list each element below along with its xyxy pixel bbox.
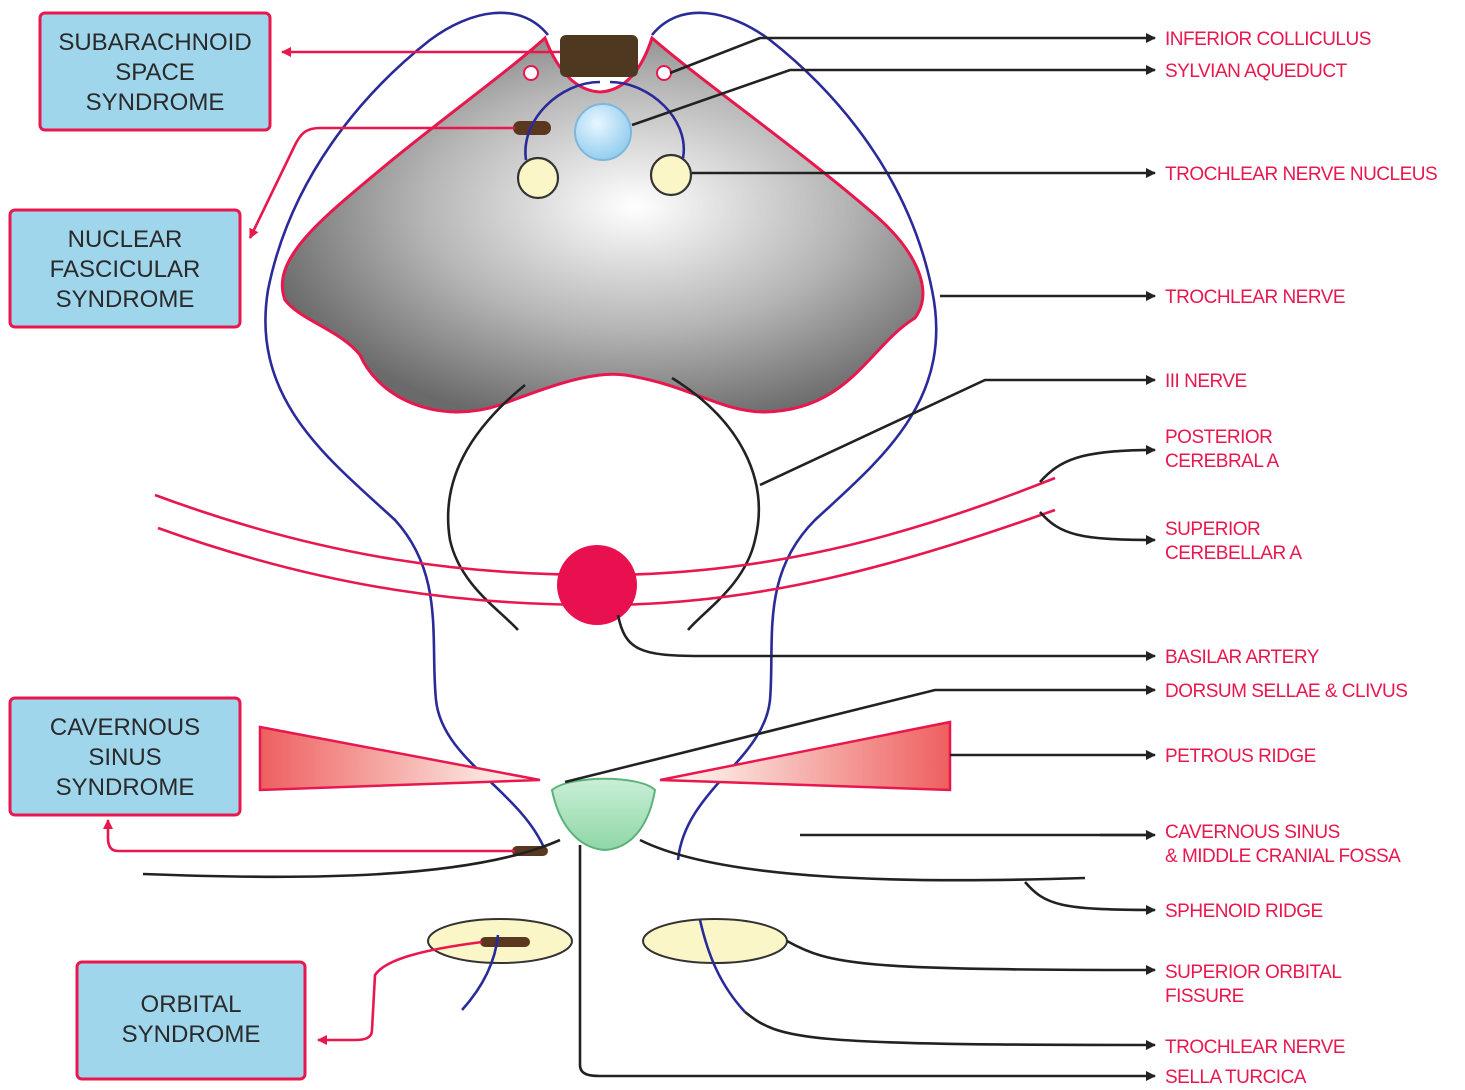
leader-trochlear-nerve-lower (745, 1012, 1155, 1045)
leader-inferior-colliculus (670, 38, 1155, 73)
nuclear-line-2: FASCICULAR (50, 256, 201, 283)
colliculus-dot-left (524, 66, 538, 80)
nuclear-line-1: NUCLEAR (68, 226, 183, 253)
label-inferior-colliculus: INFERIOR COLLICULUS (1165, 29, 1371, 50)
inferior-colliculus-shape (560, 35, 638, 77)
basilar-artery-shape (557, 545, 637, 625)
subarachnoid-line-3: SYNDROME (86, 89, 225, 116)
nuclear-line-3: SYNDROME (56, 286, 195, 313)
subarachnoid-syndrome-box: SUBARACHNOID SPACE SYNDROME (40, 13, 270, 130)
cavernous-line-2: SINUS (88, 744, 161, 771)
orbital-lesion (480, 937, 530, 947)
arrow-cavernous (108, 820, 515, 851)
label-trochlear-nerve: TROCHLEAR NERVE (1165, 287, 1345, 308)
label-sella-turcica: SELLA TURCICA (1165, 1067, 1307, 1088)
label-trochlear-nucleus: TROCHLEAR NERVE NUCLEUS (1165, 164, 1437, 185)
label-posterior-cerebral-1: POSTERIOR (1165, 427, 1272, 448)
leader-sphenoid-ridge (1025, 882, 1155, 910)
leader-posterior-cerebral (1040, 450, 1155, 482)
sphenoid-ridge-right (640, 840, 1085, 880)
subarachnoid-line-2: SPACE (115, 59, 195, 86)
cavernous-line-1: CAVERNOUS (50, 714, 200, 741)
label-superior-orbital-fissure-2: FISSURE (1165, 986, 1244, 1007)
orbital-line-1: ORBITAL (141, 991, 242, 1018)
iii-nerve-left (448, 385, 525, 630)
label-sylvian-aqueduct: SYLVIAN AQUEDUCT (1165, 61, 1348, 82)
sella-turcica-shape (552, 779, 655, 850)
colliculus-dot-right (657, 66, 671, 80)
petrous-ridge-right (660, 722, 950, 790)
label-superior-orbital-fissure-1: SUPERIOR ORBITAL (1165, 962, 1341, 983)
label-iii-nerve: III NERVE (1165, 371, 1247, 392)
label-posterior-cerebral-2: CEREBRAL A (1165, 451, 1279, 472)
leader-superior-cerebellar (1040, 512, 1155, 540)
nuclear-fascicular-syndrome-box: NUCLEAR FASCICULAR SYNDROME (10, 210, 240, 327)
cavernous-line-3: SYNDROME (56, 774, 195, 801)
subarachnoid-line-1: SUBARACHNOID (58, 29, 251, 56)
cavernous-sinus-syndrome-box: CAVERNOUS SINUS SYNDROME (10, 698, 240, 815)
label-trochlear-nerve-lower: TROCHLEAR NERVE (1165, 1037, 1345, 1058)
label-petrous-ridge: PETROUS RIDGE (1165, 746, 1316, 767)
orbital-syndrome-box: ORBITAL SYNDROME (77, 962, 305, 1079)
trochlear-nucleus-left (518, 158, 558, 198)
superior-orbital-fissure-right (643, 919, 787, 963)
trochlear-nucleus-right (651, 155, 691, 195)
sphenoid-ridge-left (143, 840, 560, 877)
leader-basilar-artery (618, 615, 1155, 656)
label-dorsum-sellae: DORSUM SELLAE & CLIVUS (1165, 681, 1407, 702)
petrous-ridge-left (260, 727, 540, 790)
label-superior-cerebellar-2: CEREBELLAR A (1165, 543, 1302, 564)
iii-nerve-right (672, 378, 759, 630)
leader-superior-orbital-fissure (787, 941, 1155, 970)
label-superior-cerebellar-1: SUPERIOR (1165, 519, 1260, 540)
orbital-line-2: SYNDROME (122, 1021, 261, 1048)
sylvian-aqueduct-shape (575, 104, 631, 160)
label-cavernous-sinus-1: CAVERNOUS SINUS (1165, 822, 1340, 843)
label-cavernous-sinus-2: & MIDDLE CRANIAL FOSSA (1165, 846, 1401, 867)
label-sphenoid-ridge: SPHENOID RIDGE (1165, 901, 1323, 922)
midbrain-section (282, 38, 923, 412)
label-basilar-artery: BASILAR ARTERY (1165, 647, 1320, 668)
